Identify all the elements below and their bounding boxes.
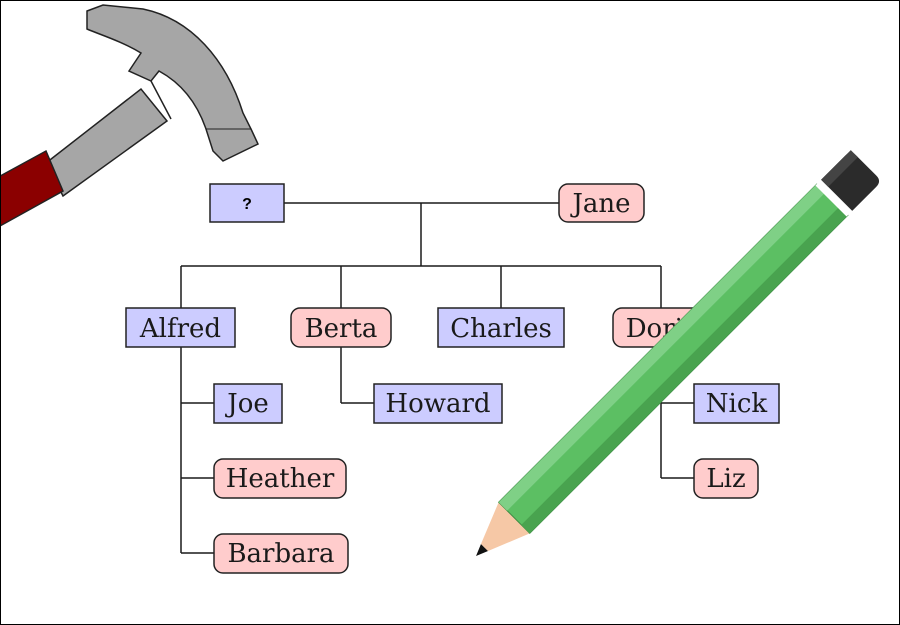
node-charles-label: Charles [450,314,552,344]
tree-edges [180,202,694,554]
node-berta-label: Berta [305,314,378,344]
node-heather-label: Heather [226,464,335,494]
node-howard: Howard [373,383,503,424]
node-joe-label: Joe [224,389,268,419]
node-unknown-label: ? [242,196,252,213]
hammer-icon [1,4,259,227]
node-jane-label: Jane [569,189,630,219]
node-heather: Heather [213,458,347,499]
node-berta: Berta [290,307,392,348]
node-alfred: Alfred [125,307,236,348]
node-liz-label: Liz [706,464,745,494]
node-howard-label: Howard [385,389,490,419]
node-barbara-label: Barbara [227,539,334,569]
node-unknown: ? [209,183,285,223]
node-alfred-label: Alfred [139,314,221,344]
node-charles: Charles [437,307,565,348]
node-nick: Nick [693,383,780,424]
pencil-icon [476,150,880,556]
node-barbara: Barbara [213,533,349,574]
node-joe: Joe [213,383,283,424]
node-liz: Liz [693,458,759,499]
node-nick-label: Nick [706,389,768,419]
node-jane: Jane [558,183,645,223]
